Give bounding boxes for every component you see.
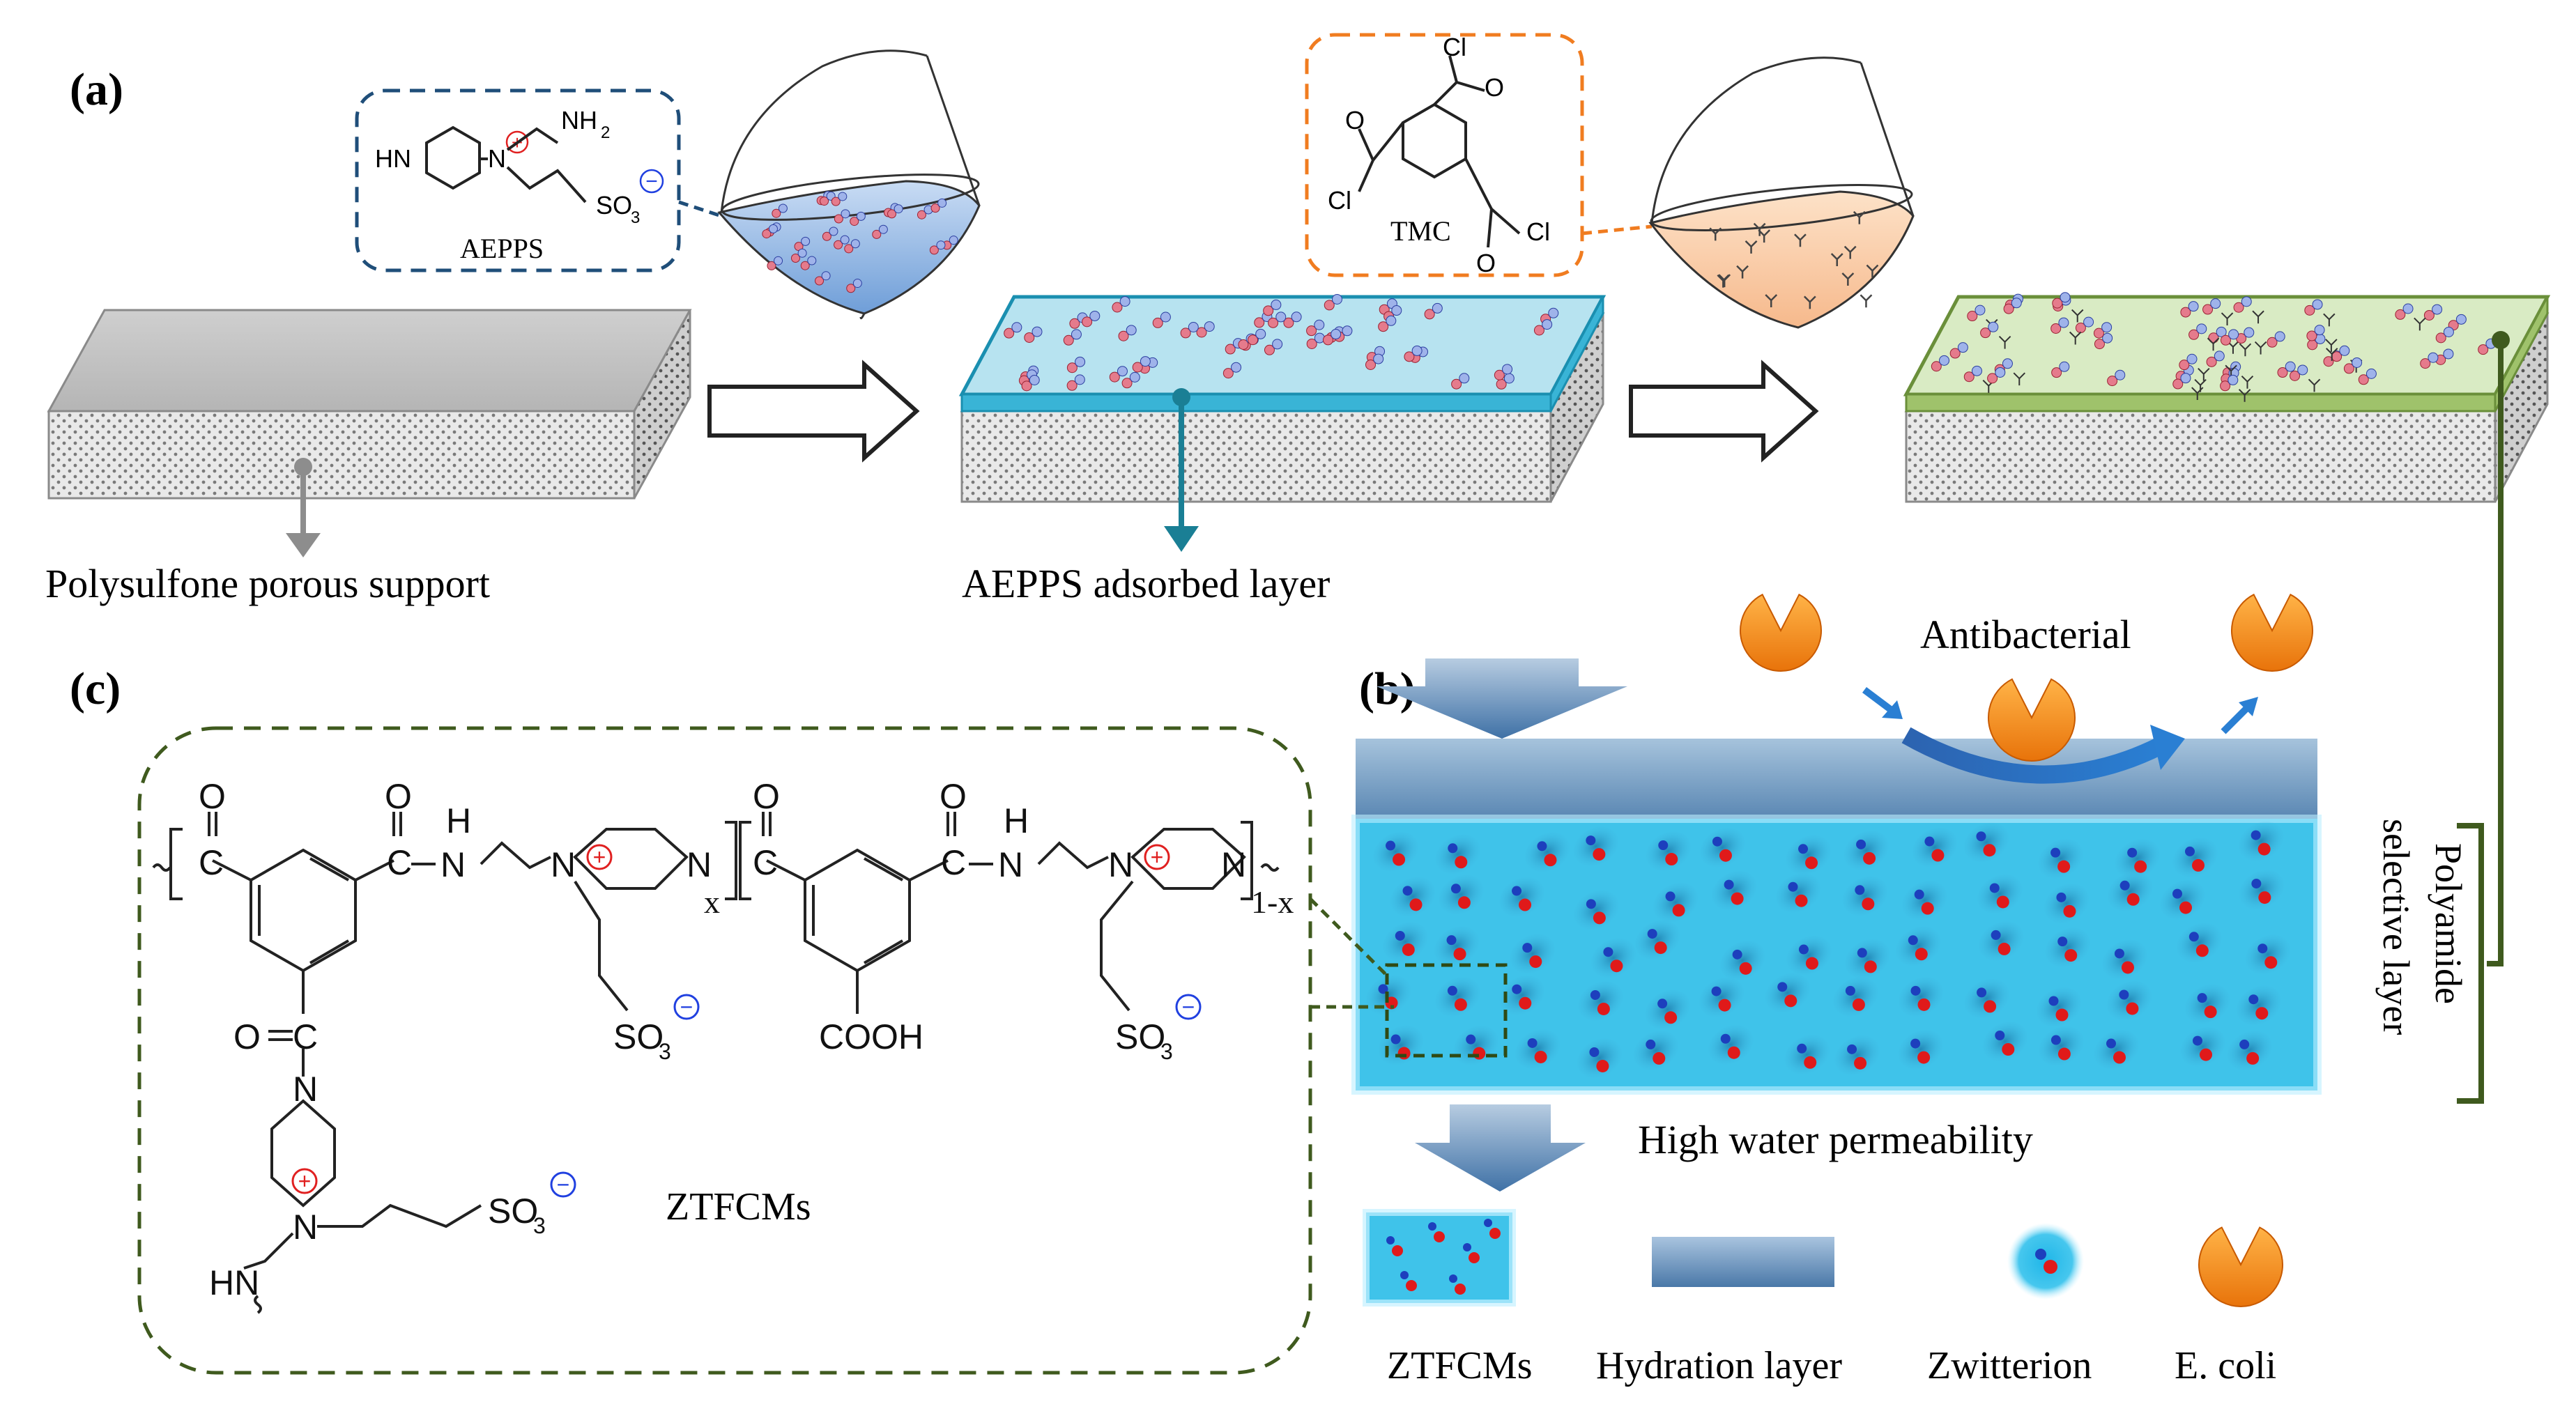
- flow-arrow-in: [1377, 658, 1627, 739]
- svg-text:SO: SO: [1115, 1017, 1165, 1056]
- svg-text:N: N: [293, 1070, 318, 1109]
- selective-layer-label-2: selective layer: [2375, 819, 2417, 1035]
- svg-text:3: 3: [659, 1039, 671, 1064]
- svg-text:SO: SO: [613, 1017, 664, 1056]
- svg-text:−: −: [645, 170, 658, 193]
- aepps-structure: HN N + NH 2 SO 3 − AEPPS: [355, 88, 681, 272]
- support-slab: [47, 309, 692, 500]
- svg-text:O: O: [1485, 73, 1504, 102]
- tmc-solution-cup: [1648, 56, 1915, 329]
- flow-arrow-out: [1415, 1104, 1586, 1192]
- svg-text:C: C: [753, 843, 778, 882]
- adsorbed-label: AEPPS adsorbed layer: [962, 561, 1330, 606]
- polyamide-slab: [1903, 292, 2551, 503]
- svg-text:N: N: [998, 845, 1023, 884]
- aepps-solution-cup: [717, 49, 981, 320]
- selective-layer-connector: [2487, 331, 2510, 966]
- svg-text:3: 3: [533, 1213, 546, 1238]
- svg-text:1-x: 1-x: [1251, 884, 1294, 920]
- ztfcms-structure: O C O C H N N N x O C O C H N N N 1-x CO…: [137, 726, 1508, 1375]
- svg-text:3: 3: [631, 208, 640, 227]
- svg-text:HN: HN: [375, 144, 411, 173]
- svg-text:SO: SO: [596, 191, 632, 219]
- support-label: Polysulfone porous support: [45, 561, 490, 606]
- svg-text:C: C: [199, 843, 224, 882]
- process-arrow-2: [1629, 360, 1819, 463]
- svg-text:H: H: [1004, 801, 1029, 840]
- adsorbed-pin: [1164, 388, 1199, 552]
- aepps-name: AEPPS: [460, 233, 544, 264]
- svg-text:O: O: [753, 777, 780, 816]
- svg-text:O: O: [233, 1017, 261, 1056]
- svg-text:O: O: [1476, 249, 1496, 277]
- svg-text:H: H: [446, 801, 471, 840]
- svg-text:N: N: [551, 845, 576, 884]
- svg-text:+: +: [298, 1169, 312, 1194]
- svg-text:N: N: [488, 144, 506, 173]
- svg-text:+: +: [593, 845, 606, 870]
- svg-text:N: N: [440, 845, 466, 884]
- svg-text:3: 3: [1160, 1039, 1173, 1064]
- legend: ZTFCMs Hydration layer Zwitterion E. col…: [1363, 1209, 2283, 1387]
- svg-text:O: O: [385, 777, 412, 816]
- support-pin: [286, 458, 321, 557]
- svg-text:x: x: [704, 884, 720, 920]
- svg-text:COOH: COOH: [819, 1017, 923, 1056]
- svg-text:−: −: [557, 1172, 570, 1197]
- svg-text:O: O: [199, 777, 226, 816]
- svg-text:SO: SO: [488, 1192, 538, 1231]
- svg-text:N: N: [687, 845, 712, 884]
- svg-text:C: C: [387, 843, 412, 882]
- selective-layer-label-1: Polyamide: [2428, 843, 2469, 1004]
- svg-text:Cl: Cl: [1328, 186, 1351, 215]
- svg-text:NH: NH: [561, 106, 597, 134]
- svg-text:N: N: [1221, 845, 1246, 884]
- ztfcms-name: ZTFCMs: [666, 1185, 811, 1228]
- svg-text:O: O: [940, 777, 967, 816]
- tmc-name: TMC: [1390, 215, 1451, 247]
- tmc-structure: Cl O O Cl Cl O TMC: [1305, 33, 1584, 277]
- legend-hydration-label: Hydration layer: [1596, 1344, 1842, 1387]
- svg-text:N: N: [1108, 845, 1133, 884]
- svg-text:C: C: [293, 1017, 318, 1056]
- svg-text:N: N: [293, 1208, 318, 1247]
- svg-text:−: −: [680, 994, 693, 1019]
- svg-text:Cl: Cl: [1526, 217, 1550, 246]
- legend-ztfcms-label: ZTFCMs: [1387, 1344, 1533, 1387]
- svg-text:C: C: [941, 843, 966, 882]
- panel-label-a: (a): [70, 64, 123, 115]
- svg-text:−: −: [1182, 994, 1195, 1019]
- legend-zwitterion-label: Zwitterion: [1927, 1344, 2092, 1387]
- panel-label-c: (c): [70, 663, 121, 714]
- svg-text:2: 2: [601, 123, 610, 142]
- antibacterial-label: Antibacterial: [1920, 612, 2131, 657]
- svg-text:HN: HN: [209, 1263, 259, 1302]
- process-arrow-1: [707, 360, 920, 463]
- aepps-slab: [958, 293, 1607, 503]
- permeability-label: High water permeability: [1638, 1117, 2033, 1162]
- legend-ztfcms-swatch: [1366, 1212, 1512, 1303]
- svg-text:+: +: [1151, 845, 1164, 870]
- repel-curve-arrow: [1901, 727, 2165, 784]
- legend-ecoli-label: E. coli: [2175, 1344, 2276, 1387]
- legend-hydration-swatch: [1652, 1237, 1834, 1287]
- svg-text:O: O: [1345, 106, 1365, 134]
- svg-text:Cl: Cl: [1443, 33, 1466, 61]
